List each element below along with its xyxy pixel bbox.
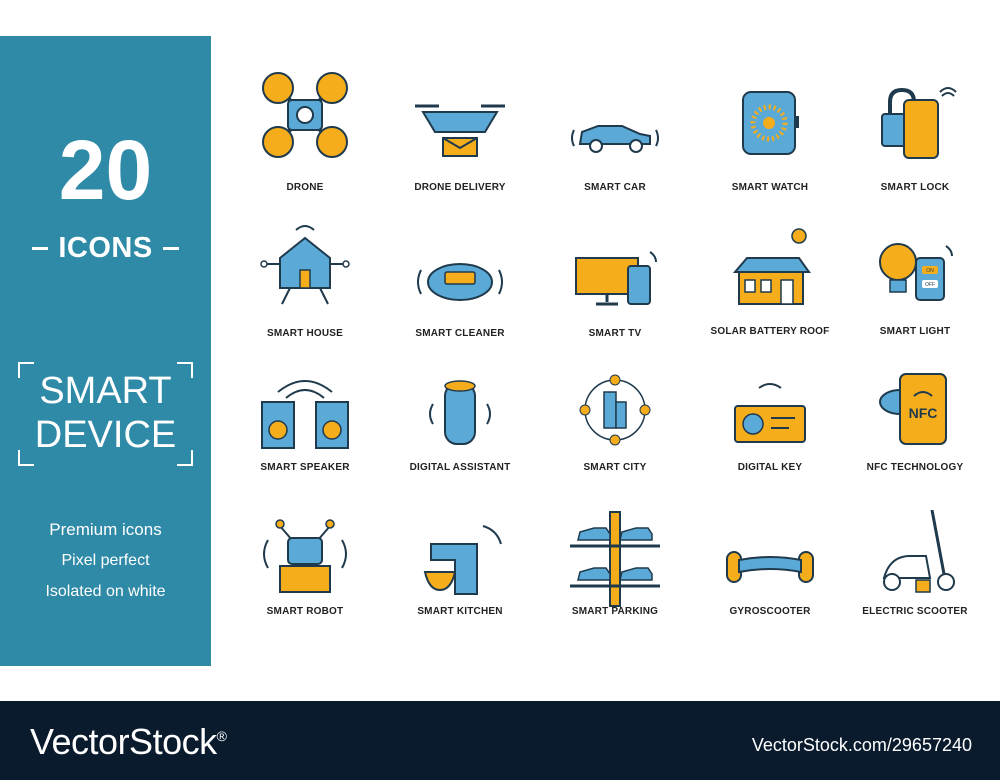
icon-cell: SMART HOUSE [230,218,380,358]
frame-corner [18,362,34,378]
smart-tv-icon [575,251,657,306]
icon-label: SMART WATCH [731,182,809,193]
electric-scooter-icon [882,510,955,593]
icon-cell: NFC NFC TECHNOLOGY [840,366,990,506]
icons-heading: ICONS [0,232,211,265]
tagline-premium: Premium icons [49,520,162,539]
image-id: VectorStock.com/29657240 [751,735,972,755]
dash-right [162,247,179,250]
nfc-technology-icon: NFC [879,373,947,445]
light-on-label: ON [926,268,934,274]
solar-battery-roof-icon [732,228,811,305]
smart-kitchen-icon [423,525,502,595]
icon-label: SMART CITY [583,462,647,473]
promo-panel: 20 ICONS SMART DEVICE Premium icons Pixe… [0,36,211,666]
frame-corner [18,450,34,466]
icon-cell: DRONE DELIVERY [385,70,535,210]
icon-cell: SMART KITCHEN [385,510,535,650]
icon-cell: ELECTRIC SCOOTER [840,510,990,650]
tagline-isolated: Isolated on white [45,583,166,600]
icon-label: SMART CAR [584,182,646,193]
icon-label: ELECTRIC SCOOTER [862,606,968,617]
icon-label: SMART TV [588,328,642,339]
icon-cell: SOLAR BATTERY ROOF [695,218,845,358]
icon-label: SMART KITCHEN [417,606,503,617]
smart-city-icon [579,374,651,446]
smart-light-icon: ON OFF [879,243,953,301]
icon-cell: DIGITAL KEY [695,366,845,506]
icon-label: SMART SPEAKER [260,462,350,473]
icon-cell: SMART TV [540,218,690,358]
icon-label: DIGITAL ASSISTANT [409,462,511,473]
icon-label: SMART LOCK [880,182,950,193]
nfc-label: NFC [909,405,938,421]
icon-cell: SMART WATCH [695,70,845,210]
digital-key-icon [734,383,806,443]
tagline-pixel: Pixel perfect [61,552,150,569]
icon-cell: SMART SPEAKER [230,366,380,506]
frame-corner [177,450,193,466]
smart-speaker-icon [261,380,349,449]
smart-car-icon [571,125,659,153]
gyroscooter-icon [726,551,814,583]
smart-parking-icon [570,511,660,607]
icon-cell: DRONE [230,70,380,210]
icon-label: SMART HOUSE [266,328,344,339]
drone-icon [262,72,348,158]
light-off-label: OFF [925,282,935,288]
footer-bar: VectorStock® VectorStock.com/29657240 [0,701,1000,780]
icon-label: SMART ROBOT [266,606,344,617]
icon-label: GYROSCOOTER [729,606,811,617]
smart-cleaner-icon [417,263,503,301]
smart-lock-icon [881,87,957,159]
icon-cell: GYROSCOOTER [695,510,845,650]
icon-count: 20 [58,123,153,217]
icon-cell: SMART CLEANER [385,218,535,358]
drone-delivery-icon [415,104,505,157]
title-line-2: DEVICE [34,414,177,456]
icon-cell: SMART ROBOT [230,510,380,650]
digital-assistant-icon [429,380,491,445]
dash-left [32,247,49,250]
frame-corner [177,362,193,378]
icon-label: NFC TECHNOLOGY [866,462,964,473]
smart-house-icon [260,225,350,305]
registered-mark: ® [216,728,227,744]
icon-label: DRONE [286,182,324,193]
icon-label: SMART CLEANER [415,328,505,339]
title-line-1: SMART [39,370,172,412]
title-frame: SMART DEVICE [18,362,193,466]
icon-label: SOLAR BATTERY ROOF [710,326,830,337]
icon-cell: ON OFF SMART LIGHT [840,218,990,358]
icons-word: ICONS [58,232,153,264]
icon-label: DIGITAL KEY [737,462,803,473]
icon-label: SMART LIGHT [879,326,951,337]
brand-name: VectorStock [30,721,217,762]
smart-robot-icon [263,519,347,593]
icon-label: DRONE DELIVERY [414,182,506,193]
icon-cell: SMART PARKING [540,510,690,650]
icon-cell: SMART CITY [540,366,690,506]
icon-cell: SMART CAR [540,70,690,210]
icon-cell: SMART LOCK [840,70,990,210]
icon-label: SMART PARKING [571,606,659,617]
brand-logo[interactable]: VectorStock® [30,721,227,763]
icon-cell: DIGITAL ASSISTANT [385,366,535,506]
smart-watch-icon [742,91,799,155]
